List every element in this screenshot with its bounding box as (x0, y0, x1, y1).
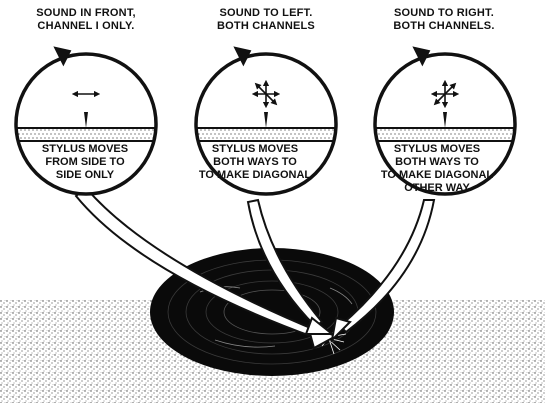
panel-2-heading-line-1: SOUND TO LEFT. (219, 7, 313, 19)
inset-circle-outline (373, 52, 517, 196)
panel-1-caption: STYLUS MOVES FROM SIDE TO SIDE ONLY (20, 143, 150, 182)
curved-arrow-head (53, 46, 72, 67)
stylus-tip (264, 112, 268, 128)
panel-3-caption: STYLUS MOVES BOTH WAYS TO TO MAKE DIAGON… (372, 143, 502, 195)
panel-1-heading-line-1: SOUND IN FRONT, (36, 7, 136, 19)
panel-3-inset (373, 46, 517, 196)
panel-2-heading: SOUND TO LEFT. BOTH CHANNELS (196, 7, 336, 33)
inset-circle-outline (14, 52, 158, 196)
panel-3-caption-line-1: STYLUS MOVES (393, 143, 481, 155)
panel-2-inset (194, 46, 338, 196)
panel-3-heading: SOUND TO RIGHT. BOTH CHANNELS. (374, 7, 514, 33)
stylus-tip (84, 112, 88, 128)
groove-band (375, 127, 515, 142)
panel-2-caption-line-1: STYLUS MOVES (211, 143, 299, 155)
panel-3-heading-line-1: SOUND TO RIGHT. (394, 7, 494, 19)
panel-1-caption-line-3: SIDE ONLY (55, 169, 115, 181)
panel-1-caption-line-1: STYLUS MOVES (41, 143, 129, 155)
panel-3-caption-line-3: TO MAKE DIAGONAL (380, 169, 494, 181)
panel-3-caption-line-2: BOTH WAYS TO (395, 156, 479, 168)
curved-arrow-head (412, 46, 431, 67)
inset-circle-outline (194, 52, 338, 196)
panel-2-caption-line-3: TO MAKE DIAGONAL (198, 169, 312, 181)
stylus-motion-arrows (251, 79, 281, 109)
stylus-tip (443, 112, 447, 128)
panel-1-inset (14, 46, 158, 196)
groove-band (196, 127, 336, 142)
panel-1-heading: SOUND IN FRONT, CHANNEL I ONLY. (16, 7, 156, 33)
panel-1-heading-line-2: CHANNEL I ONLY. (37, 20, 135, 32)
curved-arrow-head (233, 46, 252, 67)
pointer-arrows (74, 186, 436, 350)
stylus-motion-arrows (430, 79, 460, 109)
panel-3-caption-line-4: OTHER WAY (404, 182, 470, 194)
panel-2-caption: STYLUS MOVES BOTH WAYS TO TO MAKE DIAGON… (190, 143, 320, 182)
panel-2-heading-line-2: BOTH CHANNELS (217, 20, 315, 32)
groove-band (16, 127, 156, 142)
panel-1-caption-line-2: FROM SIDE TO (45, 156, 125, 168)
panel-2-caption-line-2: BOTH WAYS TO (213, 156, 297, 168)
panel-3-heading-line-2: BOTH CHANNELS. (393, 20, 495, 32)
